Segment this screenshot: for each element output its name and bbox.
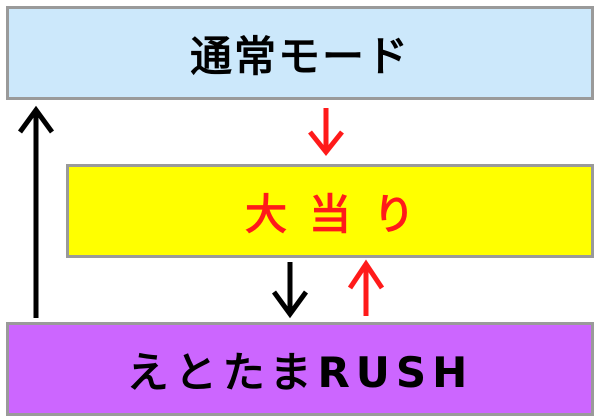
arrow-normal-to-jackpot [308, 108, 344, 157]
rush-box: えとたまRUSH [6, 322, 594, 416]
arrow-rush-to-normal [17, 105, 55, 318]
rush-label: えとたまRUSH [126, 347, 474, 397]
arrow-rush-to-jackpot [347, 259, 385, 316]
jackpot-label: 大当り [244, 189, 437, 239]
normal-mode-label: 通常モード [189, 31, 410, 81]
normal-mode-box: 通常モード [6, 6, 594, 100]
arrow-jackpot-to-rush [271, 262, 309, 319]
jackpot-box: 大当り [66, 164, 594, 258]
